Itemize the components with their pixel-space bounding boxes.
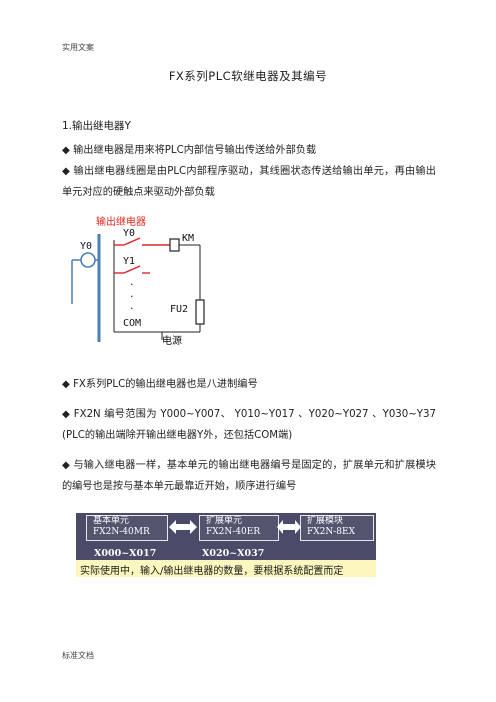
basic-unit-title: 基本单元 [93, 516, 130, 526]
y0-contact-blade [123, 237, 141, 246]
coil-label: Y0 [80, 241, 92, 252]
basic-unit-model: FX2N-40MR [93, 527, 150, 537]
bullet-paragraph-1: ◆ 输出继电器是用来将PLC内部信号输出传送给外部负载 [62, 145, 317, 156]
km-coil-box [169, 238, 180, 252]
bullet-paragraph-5: ◆ 与输入继电器一样，基本单元的输出继电器编号是固定的，扩展单元和扩展模块的编号… [62, 460, 436, 492]
basic-unit-range: X000~X017 [94, 548, 157, 559]
double-arrow-icon [277, 520, 301, 534]
banner-note-strip: 实际使用中，输入/输出继电器的数量，要根据系统配置而定 [76, 560, 376, 577]
page-header-label: 实用文案 [62, 43, 94, 52]
contact-label-y0: Y0 [123, 228, 135, 239]
expansion-unit-title: 扩展单元 [206, 516, 243, 526]
double-arrow-icon [169, 520, 197, 534]
bullet-paragraph-4: ◆ FX2N 编号范围为 Y000~Y007、 Y010~Y017 、Y020~… [62, 409, 436, 441]
page-footer-label: 标准文档 [62, 651, 94, 660]
fu2-label: FU2 [170, 304, 188, 315]
basic-unit-box: 基本单元 FX2N-40MR [86, 515, 168, 541]
power-label: 电源 [162, 334, 182, 346]
output-relay-circuit: 输出继电器 Y0 Y0 Y1 · · · COM KM FU2 电源 [71, 215, 205, 347]
expansion-unit-range: X020~X037 [202, 548, 265, 559]
ellipsis-dot-2: · [130, 290, 134, 303]
expansion-unit-model: FX2N-40ER [206, 527, 261, 537]
coil-circle-icon [80, 252, 96, 268]
document-title: FX系列PLC软继电器及其编号 [168, 69, 328, 83]
expansion-module-box: 扩展模块 FX2N-8EX [300, 515, 374, 541]
diagram-caption: 输出继电器 [96, 216, 146, 228]
bullet-paragraph-3: ◆ FX系列PLC的输出继电器也是八进制编号 [62, 379, 258, 390]
banner-note: 实际使用中，输入/输出继电器的数量，要根据系统配置而定 [80, 566, 344, 577]
expansion-unit-box: 扩展单元 FX2N-40ER [199, 515, 279, 541]
contact-label-y1: Y1 [123, 256, 135, 267]
ellipsis-dot-1: · [130, 278, 134, 291]
y1-contact-blade [123, 265, 141, 274]
bullet-paragraph-2: ◆ 输出继电器线圈是由PLC内部程序驱动，其线圈状态传送给输出单元，再由输出单元… [62, 166, 436, 198]
expansion-module-model: FX2N-8EX [307, 527, 355, 537]
contact-label-com: COM [123, 318, 141, 329]
section-heading: 1.输出继电器Y [62, 120, 131, 132]
km-label: KM [182, 233, 194, 244]
unit-expansion-banner: 基本单元 FX2N-40MR 扩展单元 FX2N-40ER 扩展模块 FX2N-… [76, 513, 376, 577]
fu2-fuse-box [195, 299, 205, 325]
expansion-module-title: 扩展模块 [307, 516, 344, 526]
ellipsis-dot-3: · [130, 302, 134, 315]
output-relay-diagram: 输出继电器 Y0 Y0 Y1 · · · COM KM FU2 电源 [66, 215, 216, 347]
